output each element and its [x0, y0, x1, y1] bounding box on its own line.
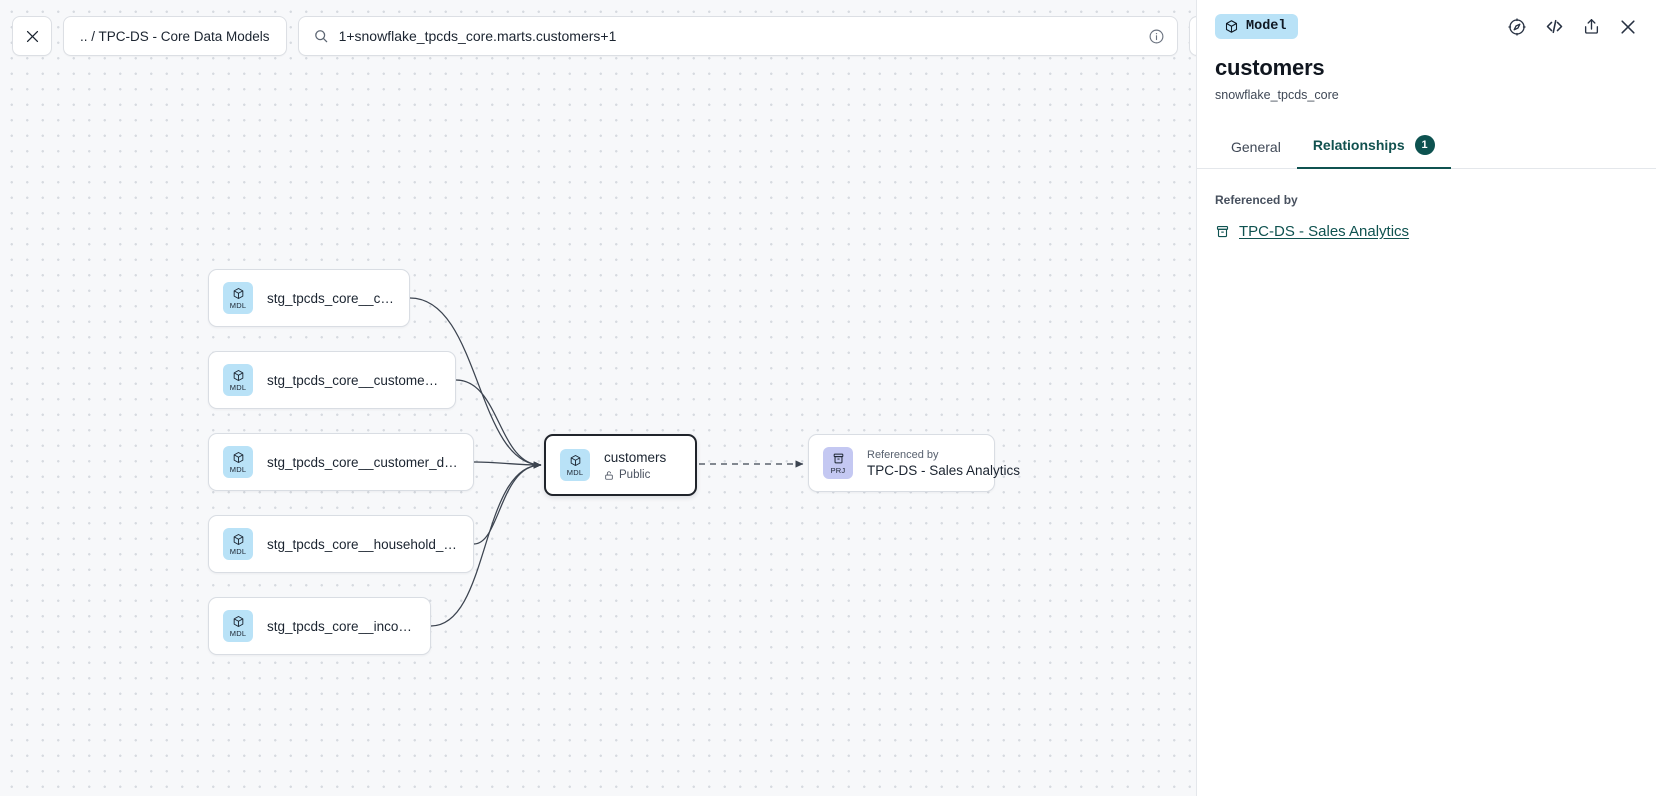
model-badge: MDL	[223, 610, 253, 642]
cube-icon	[1224, 19, 1239, 34]
visibility-label: Public	[619, 469, 651, 481]
tab-label: Relationships	[1312, 137, 1405, 153]
node-text-stack: Referenced by TPC-DS - Sales Analytics	[867, 448, 1021, 479]
project-badge: PRJ	[823, 447, 853, 479]
reference-link[interactable]: TPC-DS - Sales Analytics	[1239, 223, 1410, 240]
graph-node[interactable]: MDL stg_tpcds_core__customer_address	[208, 351, 456, 409]
model-badge: MDL	[223, 446, 253, 478]
graph-node[interactable]: MDL stg_tpcds_core__customer	[208, 269, 410, 327]
node-label: stg_tpcds_core__customer_address	[267, 372, 441, 388]
close-icon	[24, 28, 41, 45]
project-icon	[832, 451, 845, 466]
cube-icon	[232, 532, 245, 547]
share-icon[interactable]	[1582, 17, 1601, 36]
node-label: stg_tpcds_core__household_demogr…	[267, 536, 459, 552]
project-icon	[1215, 224, 1230, 239]
graph-node[interactable]: MDL stg_tpcds_core__customer_demogra…	[208, 433, 474, 491]
graph-node-selected[interactable]: MDL customers Public	[544, 434, 697, 496]
cube-icon	[232, 614, 245, 629]
node-title: customers	[604, 450, 667, 465]
breadcrumb[interactable]: .. / TPC-DS - Core Data Models	[63, 16, 287, 56]
lock-icon	[604, 470, 614, 481]
badge-text: PRJ	[830, 466, 846, 475]
graph-node[interactable]: MDL stg_tpcds_core__income_band	[208, 597, 431, 655]
tab-count-badge: 1	[1414, 135, 1435, 155]
code-icon[interactable]	[1544, 16, 1565, 37]
close-lineage-button[interactable]	[12, 16, 52, 56]
lineage-canvas[interactable]: MDL stg_tpcds_core__customer MDL stg_tpc…	[0, 0, 1196, 796]
lineage-nodes: MDL stg_tpcds_core__customer MDL stg_tpc…	[208, 269, 1021, 655]
node-label: stg_tpcds_core__customer_demogra…	[267, 454, 459, 470]
node-overline: Referenced by	[867, 448, 939, 461]
panel-title-block: customers snowflake_tpcds_core	[1197, 49, 1656, 102]
list-item[interactable]: TPC-DS - Sales Analytics	[1215, 223, 1638, 240]
cube-icon	[232, 286, 245, 301]
panel-subtitle: snowflake_tpcds_core	[1215, 88, 1339, 102]
panel-actions	[1507, 16, 1638, 37]
badge-text: MDL	[566, 468, 584, 477]
explore-icon[interactable]	[1507, 17, 1527, 37]
graph-node-project[interactable]: PRJ Referenced by TPC-DS - Sales Analyti…	[808, 434, 1021, 492]
badge-text: MDL	[229, 301, 247, 310]
section-label: Referenced by	[1215, 193, 1298, 207]
cube-icon	[232, 450, 245, 465]
node-title: TPC-DS - Sales Analytics	[867, 462, 1021, 478]
node-label: stg_tpcds_core__customer	[267, 290, 395, 306]
cube-icon	[232, 368, 245, 383]
search-input[interactable]	[338, 28, 1140, 44]
asset-kind-label: Model	[1246, 19, 1287, 34]
relationships-body: Referenced by TPC-DS - Sales Analytics	[1197, 169, 1656, 240]
model-badge: MDL	[223, 282, 253, 314]
model-badge: MDL	[223, 528, 253, 560]
details-panel: Model	[1196, 0, 1656, 796]
close-panel-icon[interactable]	[1618, 17, 1638, 37]
badge-text: MDL	[229, 547, 247, 556]
node-label: stg_tpcds_core__income_band	[267, 618, 416, 634]
canvas-toolbar: .. / TPC-DS - Core Data Models	[12, 16, 1196, 56]
lineage-search[interactable]	[297, 16, 1178, 56]
panel-header: Model	[1197, 0, 1656, 49]
model-badge: MDL	[223, 364, 253, 396]
tab-label: General	[1231, 139, 1281, 155]
search-icon	[313, 28, 329, 44]
info-icon[interactable]	[1148, 28, 1165, 45]
asset-kind-badge: Model	[1215, 14, 1298, 39]
breadcrumb-label: .. / TPC-DS - Core Data Models	[80, 28, 270, 44]
badge-text: MDL	[229, 465, 247, 474]
badge-text: MDL	[229, 383, 247, 392]
tab-general[interactable]: General	[1215, 130, 1297, 169]
model-badge: MDL	[560, 449, 590, 481]
page-title: customers	[1215, 55, 1325, 80]
graph-node[interactable]: MDL stg_tpcds_core__household_demogr…	[208, 515, 474, 573]
cube-icon	[569, 453, 582, 468]
refresh-button[interactable]	[1188, 16, 1196, 56]
node-visibility: Public	[604, 469, 666, 481]
node-text-stack: customers Public	[604, 449, 666, 481]
panel-tabs: General Relationships 1	[1197, 126, 1656, 169]
badge-text: MDL	[229, 629, 247, 638]
tab-relationships[interactable]: Relationships 1	[1296, 126, 1451, 169]
